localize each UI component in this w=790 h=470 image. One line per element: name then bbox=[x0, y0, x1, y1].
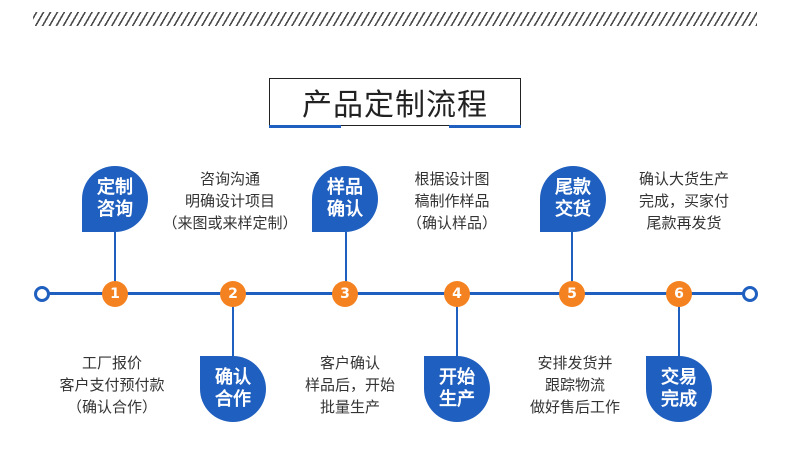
description-line: 客户确认 bbox=[319, 354, 380, 372]
timeline-line bbox=[42, 292, 750, 295]
step-bubble-line2: 合作 bbox=[215, 389, 251, 410]
description-line: 安排发货并 bbox=[537, 354, 613, 372]
connector-step-3 bbox=[345, 232, 347, 286]
description-line: 稿制作样品 bbox=[414, 192, 490, 210]
step-bubble-6: 交易 完成 bbox=[646, 356, 712, 422]
step-bubble-3: 样品 确认 bbox=[312, 166, 378, 232]
step-bubble-1: 定制 咨询 bbox=[82, 166, 148, 232]
step-description-3: 根据设计图 稿制作样品 （确认样品） bbox=[384, 168, 520, 234]
description-line: 确认大货生产 bbox=[638, 170, 729, 188]
description-line: （来图或来样定制） bbox=[162, 214, 298, 232]
step-bubble-5: 尾款 交货 bbox=[540, 166, 606, 232]
connector-step-1 bbox=[114, 232, 116, 286]
connector-step-6 bbox=[678, 300, 680, 358]
step-node-4: 4 bbox=[444, 281, 470, 307]
timeline-start-cap bbox=[34, 286, 50, 302]
step-bubble-line2: 生产 bbox=[439, 389, 475, 410]
description-line: 跟踪物流 bbox=[544, 376, 605, 394]
step-node-2: 2 bbox=[220, 281, 246, 307]
step-description-4: 客户确认 样品后，开始 批量生产 bbox=[282, 352, 418, 418]
step-bubble-line2: 完成 bbox=[661, 389, 697, 410]
connector-step-5 bbox=[571, 232, 573, 286]
step-bubble-line1: 交易 bbox=[661, 367, 697, 388]
description-line: 完成，买家付 bbox=[638, 192, 729, 210]
decorative-hatch-band bbox=[33, 12, 757, 26]
description-line: 工厂报价 bbox=[81, 354, 142, 372]
description-line: 样品后，开始 bbox=[304, 376, 395, 394]
step-bubble-line2: 确认 bbox=[327, 199, 363, 220]
description-line: 咨询沟通 bbox=[199, 170, 260, 188]
description-line: 根据设计图 bbox=[414, 170, 490, 188]
step-bubble-line1: 样品 bbox=[327, 177, 363, 198]
step-node-5: 5 bbox=[559, 281, 585, 307]
step-description-2: 工厂报价 客户支付预付款 （确认合作） bbox=[30, 352, 194, 418]
description-line: 尾款再发货 bbox=[646, 214, 722, 232]
step-bubble-line2: 交货 bbox=[555, 199, 591, 220]
step-bubble-line2: 咨询 bbox=[97, 199, 133, 220]
page-title: 产品定制流程 bbox=[302, 88, 488, 123]
connector-step-2 bbox=[232, 300, 234, 358]
step-bubble-line1: 开始 bbox=[439, 367, 475, 388]
step-bubble-4: 开始 生产 bbox=[424, 356, 490, 422]
description-line: 明确设计项目 bbox=[184, 192, 275, 210]
step-bubble-line1: 确认 bbox=[215, 367, 251, 388]
description-line: （确认样品） bbox=[406, 214, 497, 232]
description-line: 批量生产 bbox=[319, 398, 380, 416]
description-line: 做好售后工作 bbox=[529, 398, 620, 416]
title-accent-right bbox=[449, 125, 521, 128]
step-description-6: 安排发货并 跟踪物流 做好售后工作 bbox=[508, 352, 642, 418]
description-line: 客户支付预付款 bbox=[59, 376, 165, 394]
title-frame: 产品定制流程 bbox=[269, 78, 521, 126]
description-line: （确认合作） bbox=[66, 398, 157, 416]
step-bubble-2: 确认 合作 bbox=[200, 356, 266, 422]
connector-step-4 bbox=[456, 300, 458, 358]
step-node-3: 3 bbox=[332, 281, 358, 307]
step-bubble-line1: 定制 bbox=[97, 177, 133, 198]
step-bubble-line1: 尾款 bbox=[555, 177, 591, 198]
step-node-1: 1 bbox=[102, 281, 128, 307]
title-accent-left bbox=[269, 125, 341, 128]
step-description-1: 咨询沟通 明确设计项目 （来图或来样定制） bbox=[150, 168, 310, 234]
step-description-5: 确认大货生产 完成，买家付 尾款再发货 bbox=[614, 168, 754, 234]
step-node-6: 6 bbox=[666, 281, 692, 307]
timeline-end-cap bbox=[742, 286, 758, 302]
